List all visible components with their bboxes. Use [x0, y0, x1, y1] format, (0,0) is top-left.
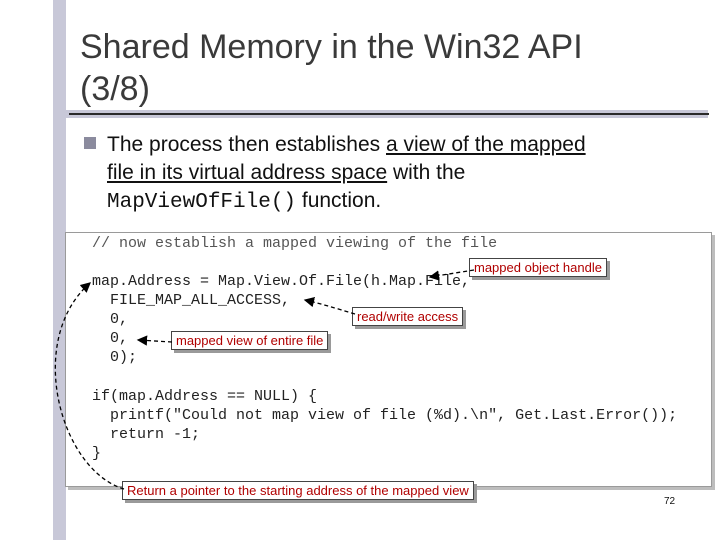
bullet-link-part-1[interactable]: a view of the mapped	[386, 133, 586, 156]
bullet-text-plain-3: function.	[296, 189, 382, 212]
bullet-text: The process then establishes a view of t…	[107, 131, 687, 217]
code-line-return: return -1;	[92, 426, 201, 443]
code-line-4: 0,	[92, 330, 129, 347]
bullet-line-2: file in its virtual address space with t…	[107, 159, 687, 187]
bullet-text-plain: The process then establishes	[107, 133, 386, 156]
bullet-link-part-2[interactable]: file in its virtual address space	[107, 161, 388, 184]
bullet-square-icon	[84, 137, 96, 149]
code-line-if: if(map.Address == NULL) {	[92, 388, 318, 405]
code-line-close: }	[92, 445, 102, 462]
bullet-text-plain-2: with the	[387, 161, 466, 184]
callout-entire-file: mapped view of entire file	[171, 331, 329, 350]
page-number: 72	[664, 496, 676, 507]
bullet-line-3: MapViewOfFile() function.	[107, 187, 687, 217]
code-comment: // now establish a mapped viewing of the…	[92, 235, 498, 252]
code-line-printf: printf("Could not map view of file (%d).…	[92, 407, 678, 424]
bullet-line-1: The process then establishes a view of t…	[107, 131, 687, 159]
slide-title: Shared Memory in the Win32 API (3/8)	[80, 26, 680, 110]
function-name: MapViewOfFile()	[107, 191, 297, 214]
code-line-5: 0);	[92, 349, 138, 366]
callout-read-write: read/write access	[352, 307, 464, 326]
title-line-2: (3/8)	[80, 70, 150, 108]
code-line-1: map.Address = Map.View.Of.File(h.Map.Fil…	[92, 273, 471, 290]
code-line-2: FILE_MAP_ALL_ACCESS,	[92, 292, 291, 309]
code-line-3: 0,	[92, 311, 129, 328]
code-box	[65, 232, 712, 487]
title-divider	[69, 113, 709, 115]
callout-mapped-handle: mapped object handle	[469, 258, 607, 277]
title-line-1: Shared Memory in the Win32 API	[80, 28, 583, 66]
callout-return-pointer: Return a pointer to the starting address…	[122, 481, 474, 500]
